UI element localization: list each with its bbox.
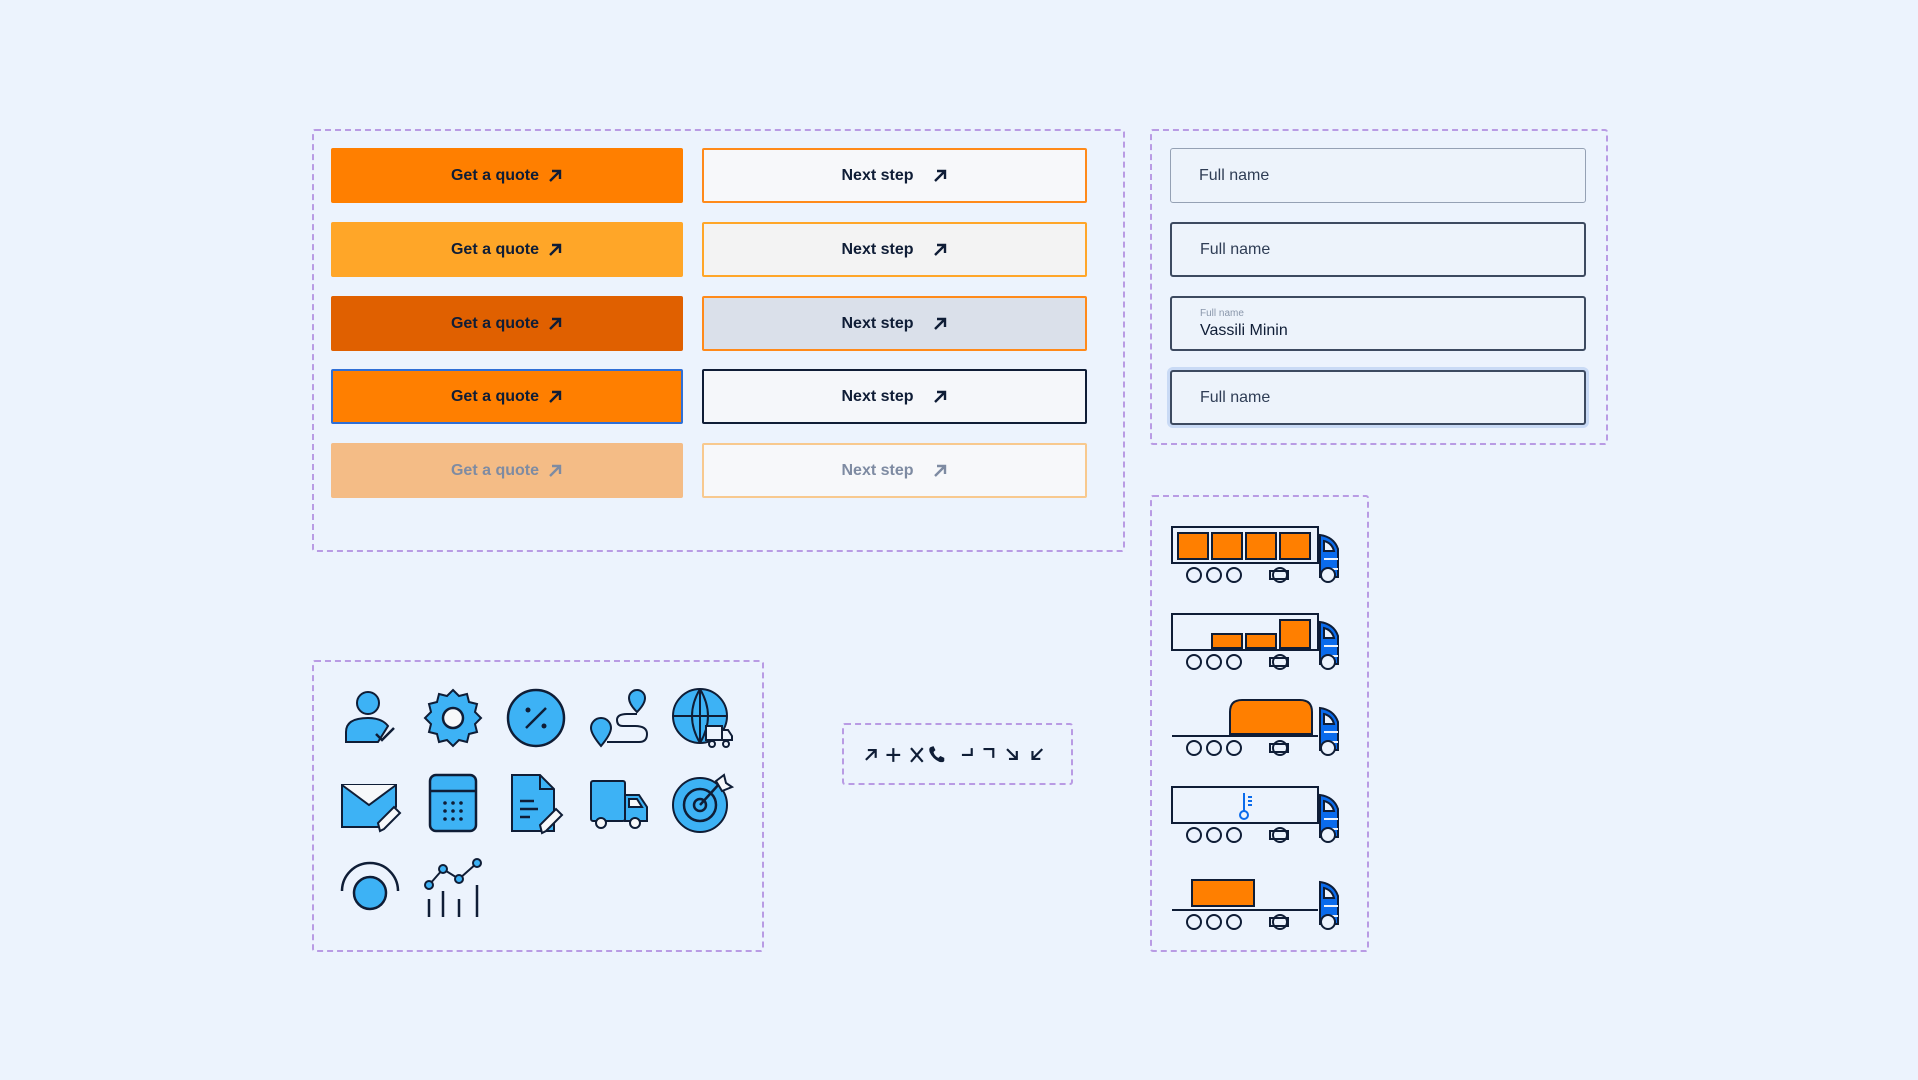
arrow-up-right-icon xyxy=(933,169,946,182)
icons-panel xyxy=(312,660,764,952)
full-name-input-filled[interactable]: Full name Vassili Minin xyxy=(1170,296,1586,351)
next-step-button-disabled[interactable]: Next step xyxy=(702,443,1087,498)
arrow-up-right-icon xyxy=(865,749,877,761)
arrow-up-right-icon xyxy=(549,317,562,330)
next-step-button-default[interactable]: Next step xyxy=(702,148,1087,203)
tanker-truck-icon xyxy=(1172,699,1339,756)
trucks-panel xyxy=(1150,495,1369,952)
fields-panel xyxy=(1150,129,1608,445)
delivery-truck-icon xyxy=(590,780,648,829)
arrow-down-right-icon xyxy=(1006,748,1018,760)
get-quote-button-default[interactable]: Get a quote xyxy=(331,148,683,203)
partial-load-truck-icon xyxy=(1171,613,1339,670)
arrow-up-right-icon xyxy=(933,390,946,403)
arrow-down-left-icon xyxy=(1031,748,1044,760)
corner-top-right-icon xyxy=(983,748,995,758)
target-icon xyxy=(672,773,734,833)
route-icon xyxy=(589,689,649,748)
percent-icon xyxy=(506,688,566,748)
gear-icon xyxy=(423,688,483,748)
phone-icon xyxy=(929,746,945,763)
get-quote-button-active[interactable]: Get a quote xyxy=(331,296,683,351)
field-value: Vassili Minin xyxy=(1200,321,1288,339)
arrow-up-right-icon xyxy=(933,464,946,477)
next-step-button-hover[interactable]: Next step xyxy=(702,222,1087,277)
refrigerated-truck-icon xyxy=(1171,786,1339,843)
arrow-up-right-icon xyxy=(549,169,562,182)
user-check-icon xyxy=(345,691,395,743)
close-icon xyxy=(910,747,924,763)
arrow-up-right-icon xyxy=(933,243,946,256)
next-step-button-focus[interactable]: Next step xyxy=(702,369,1087,424)
get-quote-button-hover[interactable]: Get a quote xyxy=(331,222,683,277)
next-step-button-active[interactable]: Next step xyxy=(702,296,1087,351)
glyph-strip xyxy=(865,746,1044,763)
full-name-input-focus[interactable]: Full name xyxy=(1170,370,1586,425)
full-container-truck-icon xyxy=(1171,526,1339,583)
globe-truck-icon xyxy=(672,688,733,748)
field-floating-label: Full name xyxy=(1200,307,1244,319)
full-name-input-hover[interactable]: Full name xyxy=(1170,222,1586,277)
get-quote-button-disabled[interactable]: Get a quote xyxy=(331,443,683,498)
radar-icon xyxy=(340,861,400,911)
analytics-icon xyxy=(424,858,482,917)
document-edit-icon xyxy=(511,774,564,835)
full-name-input-default[interactable]: Full name xyxy=(1170,148,1586,203)
thermometer-icon xyxy=(1239,793,1252,820)
calculator-icon xyxy=(428,773,478,833)
glyph-strip-panel xyxy=(842,723,1073,785)
envelope-edit-icon xyxy=(341,784,402,833)
flatbed-truck-icon xyxy=(1172,879,1339,930)
arrow-up-right-icon xyxy=(549,464,562,477)
arrow-up-right-icon xyxy=(933,317,946,330)
get-quote-button-focus[interactable]: Get a quote xyxy=(331,369,683,424)
corner-bottom-right-icon xyxy=(961,748,973,757)
arrow-up-right-icon xyxy=(549,390,562,403)
plus-icon xyxy=(886,748,901,762)
buttons-panel xyxy=(312,129,1125,552)
arrow-up-right-icon xyxy=(549,243,562,256)
